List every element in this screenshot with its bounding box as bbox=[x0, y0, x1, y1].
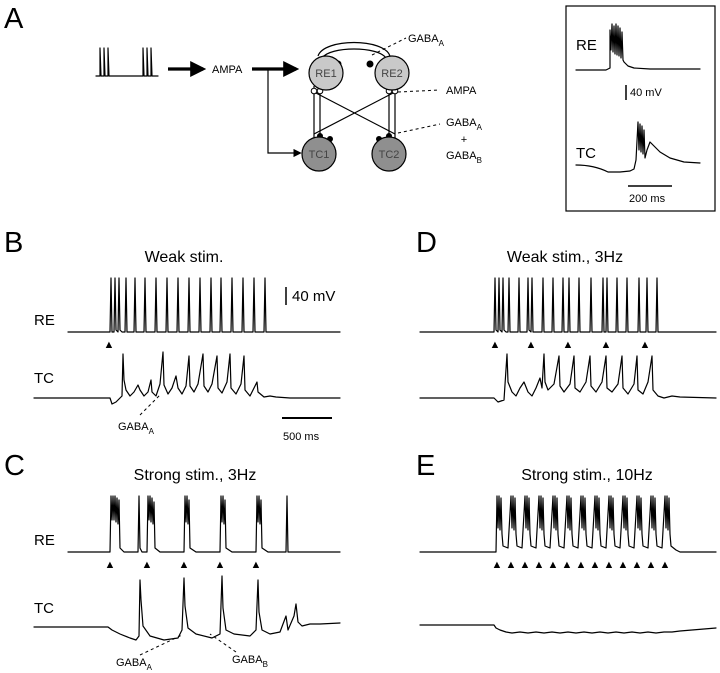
panel-c-re-trace bbox=[67, 495, 341, 553]
panel-d: D Weak stim., 3Hz ▲ ▲ ▲ ▲ ▲ bbox=[416, 227, 717, 403]
panel-d-stim-markers: ▲ ▲ ▲ ▲ ▲ bbox=[490, 339, 651, 351]
panel-b-gaba-label: GABAA bbox=[118, 421, 155, 436]
svg-text:▲: ▲ bbox=[604, 559, 615, 571]
inset-re-label: RE bbox=[576, 37, 597, 54]
node-re1-label: RE1 bbox=[315, 68, 336, 80]
panel-c-stim-markers: ▲ ▲ ▲ ▲ ▲ bbox=[105, 559, 262, 571]
panel-c-re-label: RE bbox=[34, 532, 55, 549]
node-tc2-label: TC2 bbox=[379, 149, 400, 161]
svg-text:▲: ▲ bbox=[646, 559, 657, 571]
node-tc1: TC1 bbox=[301, 136, 337, 172]
panel-d-re-trace bbox=[419, 277, 717, 333]
svg-text:▲: ▲ bbox=[490, 339, 501, 351]
panel-d-letter: D bbox=[416, 227, 437, 259]
arrow-to-tc1 bbox=[267, 69, 302, 158]
panel-c-gaba-pointers bbox=[139, 633, 237, 656]
panel-c-gaba-a-label: GABAA bbox=[116, 657, 153, 672]
panel-b-gaba-pointer bbox=[139, 394, 161, 416]
panel-b-tc-label: TC bbox=[34, 370, 54, 387]
svg-text:▲: ▲ bbox=[142, 559, 153, 571]
inset-re-trace bbox=[575, 23, 701, 71]
svg-text:▲: ▲ bbox=[251, 559, 262, 571]
svg-text:▲: ▲ bbox=[601, 339, 612, 351]
panel-b-letter: B bbox=[4, 227, 23, 259]
panel-b-re-trace bbox=[67, 277, 341, 333]
panel-c-title: Strong stim., 3Hz bbox=[134, 467, 257, 484]
inset-box: RE 40 mV TC 200 ms bbox=[565, 5, 716, 212]
panel-e-re-trace bbox=[419, 495, 717, 553]
ampa-input-label: AMPA bbox=[212, 64, 243, 76]
svg-text:▲: ▲ bbox=[520, 559, 531, 571]
node-tc1-circle bbox=[301, 136, 337, 172]
panel-c-tc-label: TC bbox=[34, 600, 54, 617]
panel-e-tc-trace bbox=[419, 624, 717, 634]
node-re1-circle bbox=[308, 55, 344, 91]
svg-text:▲: ▲ bbox=[618, 559, 629, 571]
svg-text:▲: ▲ bbox=[563, 339, 574, 351]
panel-e-stim-markers: ▲ ▲ ▲ ▲ ▲ ▲ ▲ ▲ ▲ ▲ ▲ ▲ ▲ bbox=[492, 559, 671, 571]
panel-c-letter: C bbox=[4, 450, 25, 482]
panel-b-time-scale-label: 500 ms bbox=[283, 431, 320, 443]
panel-e-title: Strong stim., 10Hz bbox=[521, 467, 653, 484]
gaba-a-top-label: GABAA bbox=[408, 33, 445, 48]
svg-text:▲: ▲ bbox=[660, 559, 671, 571]
node-tc2-circle bbox=[371, 136, 407, 172]
gaba-b-label: GABAB bbox=[446, 150, 482, 165]
node-tc1-label: TC1 bbox=[309, 149, 330, 161]
panel-b: B Weak stim. RE ▲ 40 mV TC GABAA 500 ms bbox=[4, 227, 341, 443]
panel-b-stim-marker: ▲ bbox=[104, 339, 115, 351]
node-re2: RE2 bbox=[374, 55, 410, 91]
node-re1: RE1 bbox=[308, 55, 344, 91]
node-re2-label: RE2 bbox=[381, 68, 402, 80]
svg-text:▲: ▲ bbox=[526, 339, 537, 351]
plus-sign: + bbox=[461, 134, 467, 146]
svg-text:▲: ▲ bbox=[506, 559, 517, 571]
inset-time-scale-label: 200 ms bbox=[629, 193, 666, 205]
panel-d-title: Weak stim., 3Hz bbox=[507, 249, 623, 266]
node-re2-circle bbox=[374, 55, 410, 91]
svg-text:▲: ▲ bbox=[632, 559, 643, 571]
svg-text:▲: ▲ bbox=[576, 559, 587, 571]
panel-b-title: Weak stim. bbox=[145, 249, 224, 266]
panel-e: E Strong stim., 10Hz ▲ ▲ ▲ ▲ ▲ ▲ ▲ ▲ ▲ ▲… bbox=[416, 450, 717, 634]
panel-c: C Strong stim., 3Hz RE ▲ ▲ ▲ ▲ ▲ TC GABA… bbox=[4, 450, 341, 672]
inset-tc-label: TC bbox=[576, 145, 596, 162]
network-connections bbox=[313, 41, 396, 140]
panel-e-letter: E bbox=[416, 450, 435, 482]
svg-text:▲: ▲ bbox=[215, 559, 226, 571]
svg-text:▲: ▲ bbox=[105, 559, 116, 571]
panel-c-tc-trace bbox=[33, 575, 341, 641]
svg-text:▲: ▲ bbox=[640, 339, 651, 351]
svg-text:▲: ▲ bbox=[590, 559, 601, 571]
inset-voltage-scale-label: 40 mV bbox=[630, 87, 662, 99]
inset-tc-trace bbox=[575, 121, 701, 173]
svg-text:▲: ▲ bbox=[534, 559, 545, 571]
svg-text:▲: ▲ bbox=[179, 559, 190, 571]
panel-a: A AMPA bbox=[4, 3, 716, 212]
panel-b-re-label: RE bbox=[34, 312, 55, 329]
ampa-right-label: AMPA bbox=[446, 85, 477, 97]
input-spike-train bbox=[95, 47, 159, 77]
svg-text:▲: ▲ bbox=[492, 559, 503, 571]
panel-d-tc-trace bbox=[419, 353, 717, 403]
panel-c-gaba-b-label: GABAB bbox=[232, 654, 268, 669]
panel-b-voltage-scale-label: 40 mV bbox=[292, 288, 335, 305]
svg-text:▲: ▲ bbox=[548, 559, 559, 571]
panel-b-tc-trace bbox=[33, 351, 341, 405]
svg-text:▲: ▲ bbox=[562, 559, 573, 571]
panel-a-letter: A bbox=[4, 3, 24, 35]
node-tc2: TC2 bbox=[371, 136, 407, 172]
receptor-pointers bbox=[371, 37, 441, 134]
gaba-a-bottom-label: GABAA bbox=[446, 117, 483, 132]
